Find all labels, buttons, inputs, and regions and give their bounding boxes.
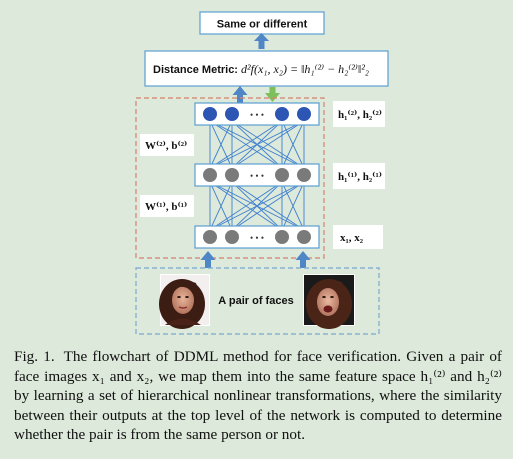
weights-upper-label: W⁽²⁾, b⁽²⁾ bbox=[145, 140, 187, 152]
face-photo-icon bbox=[303, 274, 355, 329]
layer-bottom-ellipsis: • • • bbox=[250, 233, 264, 243]
node-circle-icon bbox=[297, 168, 311, 182]
node-circle-icon bbox=[203, 168, 217, 182]
network-edge bbox=[231, 120, 305, 169]
arrow-up-to-metric bbox=[232, 86, 248, 103]
weights-upper-box bbox=[140, 134, 194, 156]
network-edge bbox=[231, 181, 305, 231]
network-edge bbox=[209, 181, 305, 231]
distance-metric-label: Distance Metric: d²f(x₁, x₂) = ‖h₁⁽²⁾ − … bbox=[153, 62, 369, 76]
arrow-left-face-up bbox=[200, 251, 216, 268]
node-circle-icon bbox=[297, 107, 311, 121]
layer-bottom-box bbox=[194, 225, 320, 249]
bottom-layer-label: x₁, x₂ bbox=[340, 232, 364, 244]
node-circle-icon bbox=[203, 107, 217, 121]
figure-caption: Fig. 1. The flowchart of DDML method for… bbox=[14, 347, 502, 445]
network-edge bbox=[281, 181, 305, 231]
middle-layer-label: h₁⁽¹⁾, h₂⁽¹⁾ bbox=[338, 171, 382, 183]
network-container bbox=[135, 97, 325, 259]
node-circle-icon bbox=[275, 168, 289, 182]
top-layer-label: h₁⁽²⁾, h₂⁽²⁾ bbox=[338, 109, 382, 121]
node-circle-icon bbox=[225, 168, 239, 182]
network-edge bbox=[209, 120, 283, 169]
layer-middle-box bbox=[194, 163, 320, 187]
network-edge bbox=[209, 120, 233, 169]
weights-lower-label: W⁽¹⁾, b⁽¹⁾ bbox=[145, 201, 187, 213]
arrow-right-face-up bbox=[295, 251, 311, 268]
top-layer-label-box bbox=[333, 101, 385, 127]
network-edge bbox=[209, 181, 283, 231]
node-circle-icon bbox=[225, 230, 239, 244]
node-circle-icon bbox=[225, 107, 239, 121]
faces-label: A pair of faces bbox=[218, 295, 293, 307]
arrow-to-output bbox=[254, 33, 269, 49]
node-circle-icon bbox=[297, 230, 311, 244]
network-edge bbox=[209, 120, 305, 169]
middle-layer-label-box bbox=[333, 163, 385, 189]
output-label: Same or different bbox=[217, 19, 308, 31]
layer-top-box bbox=[194, 102, 320, 126]
layer-top-ellipsis: • • • bbox=[250, 110, 264, 120]
node-circle-icon bbox=[275, 230, 289, 244]
arrow-down-gradient bbox=[265, 87, 280, 102]
caption-text: The flowchart of DDML method for face ve… bbox=[14, 348, 502, 443]
ddml-flowchart: Same or different Distance Metric: d²f(x… bbox=[135, 11, 389, 335]
weights-lower-box bbox=[140, 195, 194, 217]
distance-metric-box bbox=[144, 50, 389, 87]
network-edge bbox=[209, 181, 233, 231]
bottom-layer-label-box bbox=[333, 225, 383, 249]
faces-container bbox=[135, 267, 380, 335]
network-edges bbox=[209, 120, 305, 231]
face-photo-icon bbox=[159, 274, 210, 329]
network-edge bbox=[281, 120, 305, 169]
network-nodes bbox=[203, 107, 311, 244]
node-circle-icon bbox=[275, 107, 289, 121]
node-circle-icon bbox=[203, 230, 217, 244]
layer-middle-ellipsis: • • • bbox=[250, 171, 264, 181]
caption-fig-number: Fig. 1. bbox=[14, 348, 55, 365]
